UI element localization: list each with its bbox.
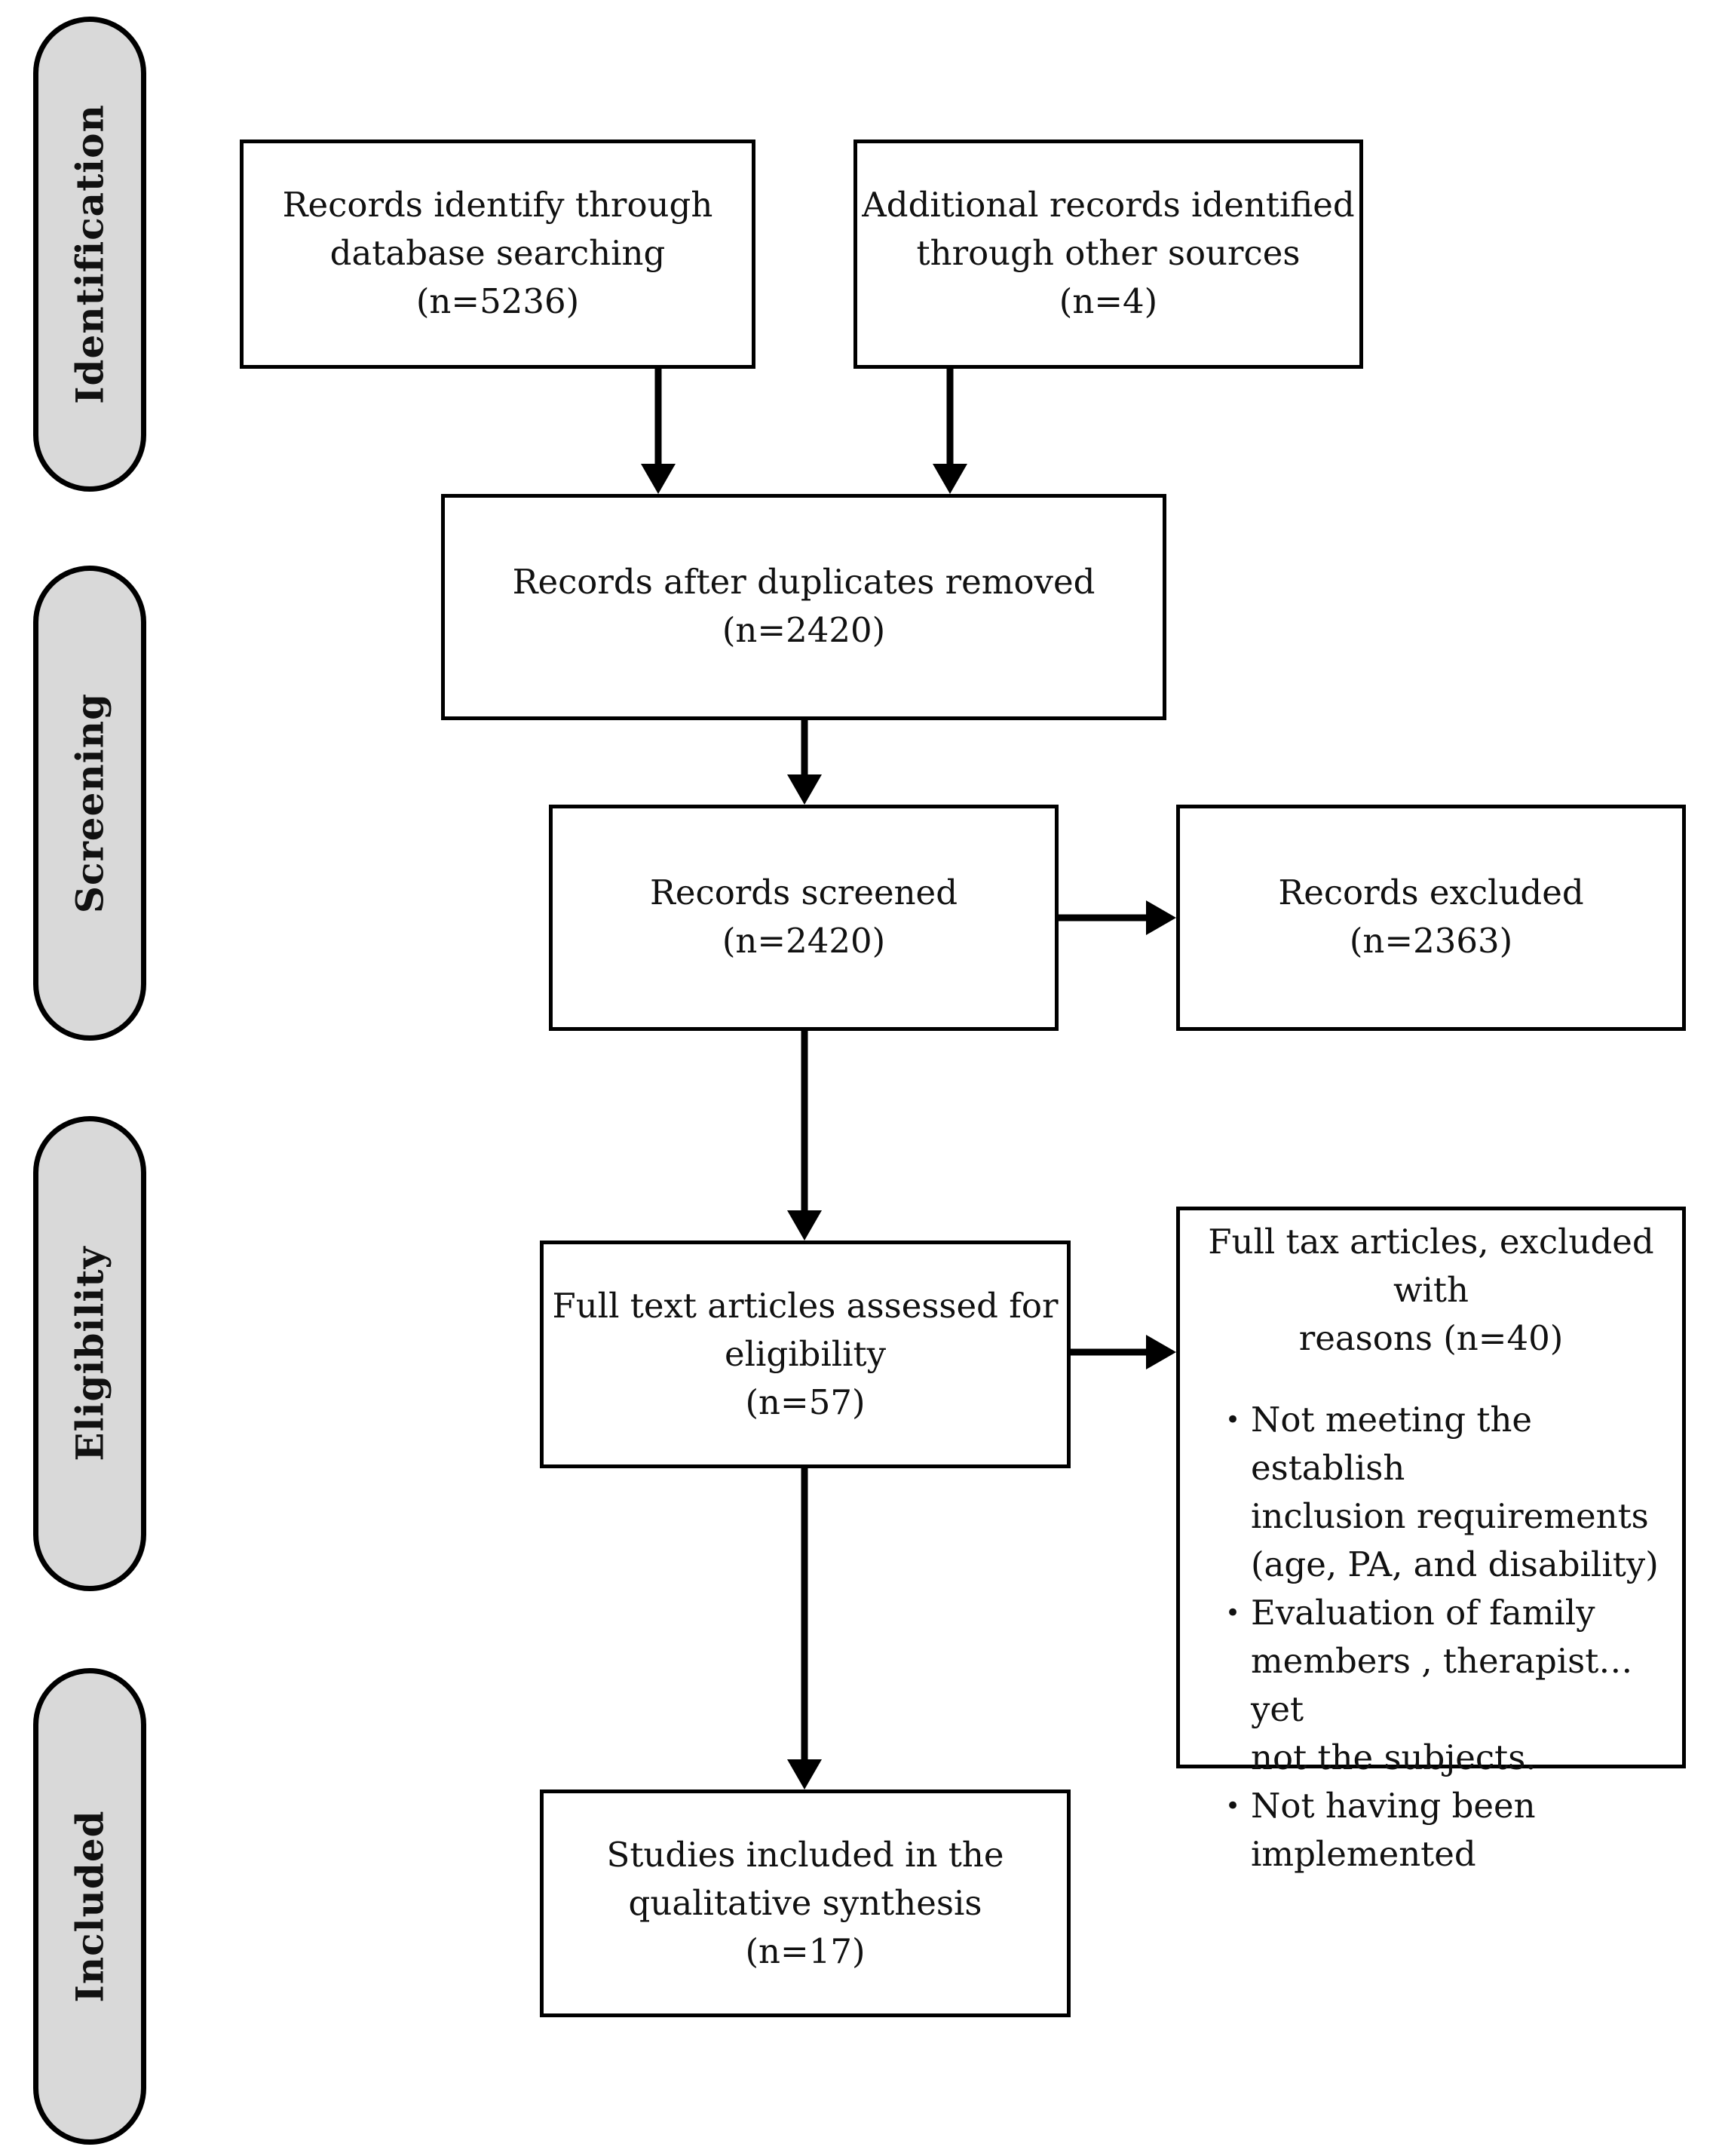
records-screened-line1: Records screened [649,873,958,912]
records-screened-count: (n=2420) [722,921,886,961]
exclusion-reason-2-line3: not the subjects. [1251,1737,1537,1777]
records-excluded-line1: Records excluded [1278,873,1584,912]
exclusion-reason-3-line2: implemented [1251,1834,1476,1874]
full-text-assessed-count: (n=57) [745,1382,866,1422]
exclusion-reason-1-line2: inclusion requirements [1251,1496,1649,1536]
records-screened-box: Records screened (n=2420) [549,805,1059,1031]
exclusion-reasons-list: Not meeting the establish inclusion requ… [1180,1396,1682,1878]
database-records-count: (n=5236) [415,281,580,321]
arrowhead-fulltext-excluded [1146,1335,1176,1369]
arrowhead-fulltext [787,1210,822,1241]
full-text-assessed-box: Full text articles assessed for eligibil… [540,1241,1071,1468]
database-records-line2: database searching [329,233,666,273]
full-text-excluded-heading: Full tax articles, excluded with reasons… [1180,1218,1682,1363]
records-excluded-box: Records excluded (n=2363) [1176,805,1686,1031]
other-sources-count: (n=4) [1059,281,1158,321]
other-sources-line1: Additional records identified [862,185,1355,225]
studies-included-box: Studies included in the qualitative synt… [540,1790,1071,2017]
after-duplicates-box: Records after duplicates removed (n=2420… [441,494,1166,720]
exclusion-reason-1-line3: (age, PA, and disability) [1251,1544,1659,1584]
full-text-excluded-line2: reasons (n=40) [1298,1318,1564,1358]
after-duplicates-count: (n=2420) [722,610,886,650]
studies-included-count: (n=17) [745,1931,866,1971]
database-records-box: Records identify through database search… [240,140,755,369]
arrowhead-duplicates [787,774,822,805]
full-text-excluded-box: Full tax articles, excluded with reasons… [1176,1207,1686,1874]
phase-screening: Screening [33,566,146,1041]
after-duplicates-line1: Records after duplicates removed [512,562,1096,602]
studies-included-line1: Studies included in the [606,1835,1004,1875]
other-sources-box: Additional records identified through ot… [853,140,1363,369]
phase-included: Included [33,1668,146,2145]
database-records-line1: Records identify through [282,185,713,225]
other-sources-line2: through other sources [916,233,1301,273]
phase-identification: Identification [33,17,146,492]
studies-included-line2: qualitative synthesis [628,1883,982,1923]
arrowhead-excluded [1146,900,1176,935]
exclusion-reason: Not meeting the establish inclusion requ… [1225,1396,1682,1589]
phase-eligibility: Eligibility [33,1116,146,1591]
arrowhead-included [787,1759,822,1790]
exclusion-reason-3-line1: Not having been [1251,1786,1536,1826]
full-text-assessed-line2: eligibility [724,1334,887,1374]
full-text-assessed-line1: Full text articles assessed for [552,1286,1059,1326]
exclusion-reason: Not having been implemented [1225,1782,1682,1878]
exclusion-reason-1-line1: Not meeting the establish [1251,1400,1533,1488]
arrowhead-database [641,464,676,494]
exclusion-reason: Evaluation of family members , therapist… [1225,1589,1682,1782]
full-text-excluded-line1: Full tax articles, excluded with [1208,1222,1654,1310]
exclusion-reason-2-line2: members , therapist… yet [1251,1641,1633,1729]
records-excluded-count: (n=2363) [1349,921,1513,961]
exclusion-reason-2-line1: Evaluation of family [1251,1593,1595,1633]
arrowhead-other [933,464,967,494]
